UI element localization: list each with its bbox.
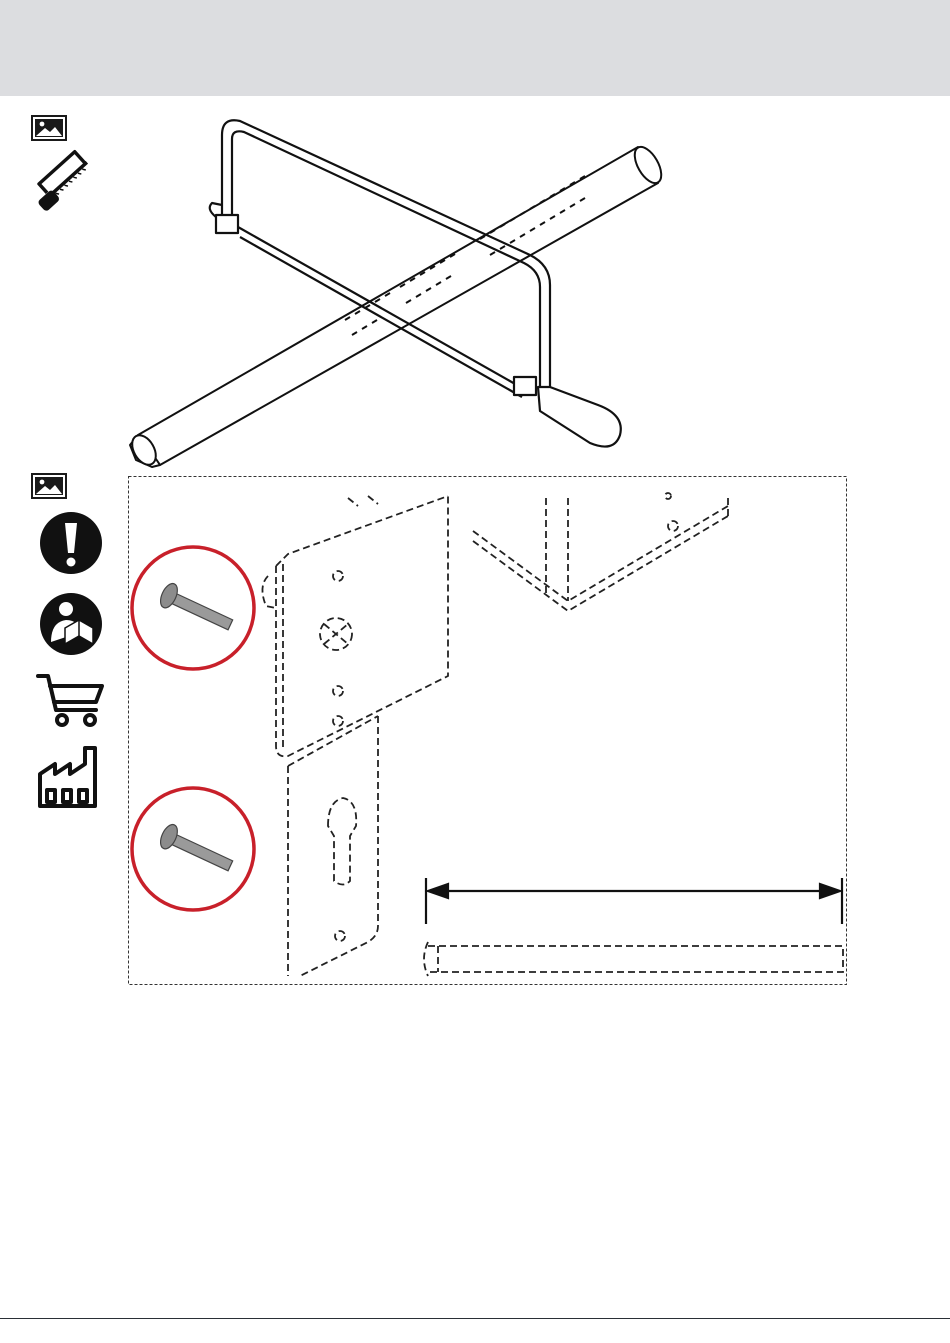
screw-callout-upper bbox=[132, 547, 254, 669]
hacksaw-icon bbox=[36, 148, 106, 216]
cylinder-lock-plate-with-screws-illustration bbox=[128, 476, 848, 986]
screw-callout-lower bbox=[132, 788, 254, 910]
image-icon bbox=[31, 115, 67, 141]
read-manual-icon bbox=[39, 592, 103, 656]
footer-divider bbox=[0, 1318, 950, 1319]
warning-exclamation-icon bbox=[39, 511, 103, 575]
image-icon bbox=[31, 473, 67, 499]
hacksaw-cutting-cylinder-illustration bbox=[120, 105, 680, 470]
header-bar bbox=[0, 0, 950, 96]
factory-icon bbox=[37, 744, 105, 810]
shopping-cart-icon bbox=[36, 672, 106, 730]
